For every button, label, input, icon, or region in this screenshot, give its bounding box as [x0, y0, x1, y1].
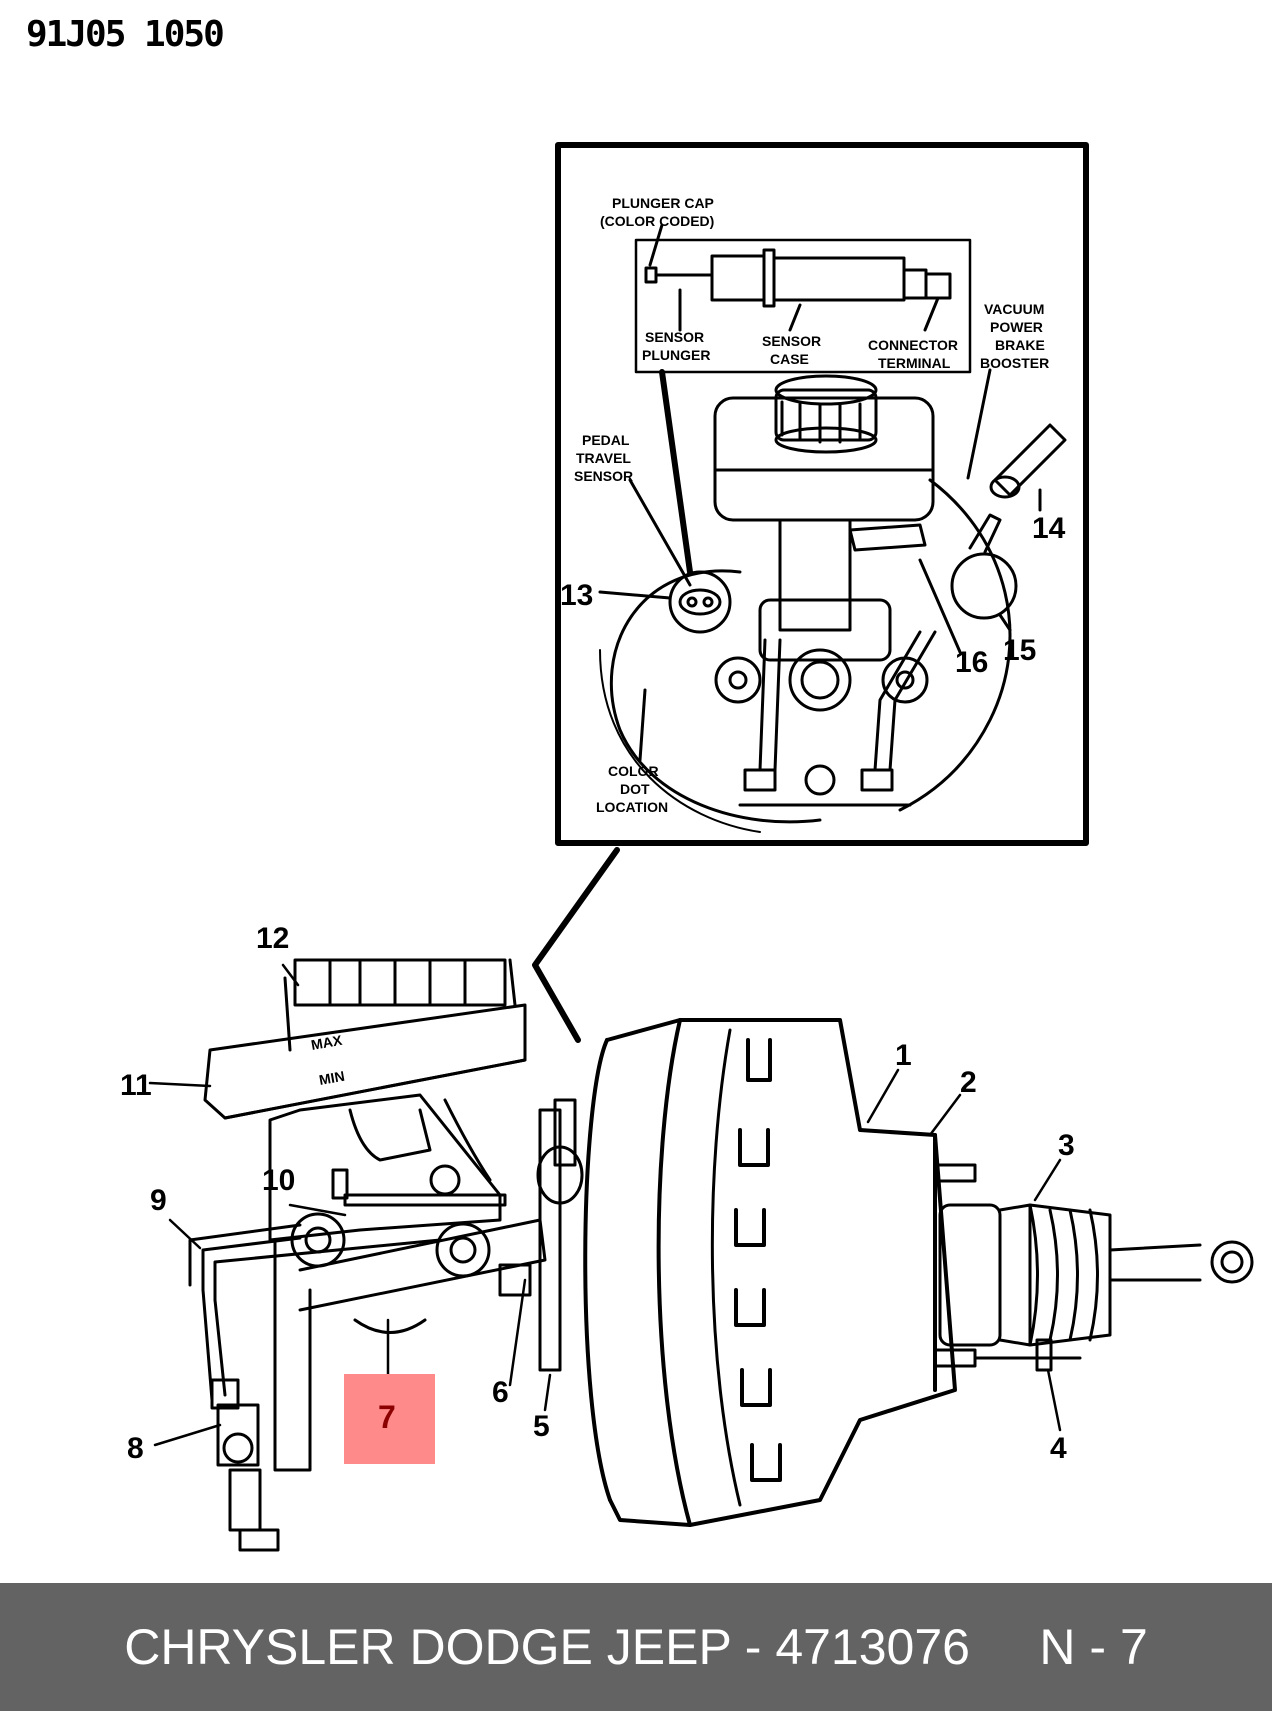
callout-3: 3	[1058, 1129, 1075, 1162]
svg-text:SENSOR: SENSOR	[762, 333, 821, 349]
svg-text:(COLOR CODED): (COLOR CODED)	[600, 213, 714, 229]
brake-lines-and-fitting	[188, 1223, 442, 1552]
svg-text:14: 14	[1032, 512, 1066, 545]
diagram-reference-code: 91J05 1050	[26, 14, 225, 55]
main-callout-leaders	[148, 963, 1062, 1447]
svg-text:VACUUM: VACUUM	[984, 301, 1044, 317]
svg-text:PLUNGER CAP: PLUNGER CAP	[612, 195, 714, 211]
inset-booster	[599, 478, 1012, 833]
callout-2: 2	[960, 1066, 977, 1099]
footer-part-info: CHRYSLER DODGE JEEP - 4713076 N - 7	[124, 1619, 1148, 1675]
pushrod-boot	[938, 1203, 1254, 1347]
brake-booster-diagram: PLUNGER CAP (COLOR CODED) SENSOR PLUNGER…	[120, 142, 1254, 1552]
svg-text:PLUNGER: PLUNGER	[642, 347, 710, 363]
svg-text:PEDAL: PEDAL	[582, 432, 630, 448]
inset-hose-and-switch	[848, 423, 1067, 620]
svg-text:LOCATION: LOCATION	[596, 799, 668, 815]
callout-6: 6	[492, 1376, 509, 1409]
svg-text:BOOSTER: BOOSTER	[980, 355, 1049, 371]
inset-pedal-sensor-ring	[668, 570, 732, 634]
callout-11: 11	[120, 1069, 152, 1102]
svg-text:CASE: CASE	[770, 351, 809, 367]
brake-booster-body	[583, 1018, 957, 1527]
svg-text:BRAKE: BRAKE	[995, 337, 1045, 353]
part-7-highlight	[344, 1374, 435, 1464]
callout-12: 12	[256, 922, 289, 955]
svg-text:DOT: DOT	[620, 781, 650, 797]
reservoir-max-label: MAX	[310, 1032, 344, 1053]
svg-text:TERMINAL: TERMINAL	[878, 355, 951, 371]
reservoir-min-label: MIN	[318, 1068, 346, 1088]
callout-10: 10	[262, 1164, 295, 1197]
callout-5: 5	[533, 1410, 550, 1443]
inset-connector-line	[532, 847, 620, 1043]
footer-bar: CHRYSLER DODGE JEEP - 4713076 N - 7	[0, 1583, 1272, 1711]
callout-8: 8	[127, 1432, 144, 1465]
svg-text:13: 13	[560, 579, 593, 612]
callout-1: 1	[895, 1039, 912, 1072]
callout-9: 9	[150, 1184, 167, 1217]
mounting-studs	[933, 1163, 1082, 1372]
pedal-sensor-drawing	[644, 248, 952, 308]
inset-callouts: 13 14 15 16	[560, 512, 1066, 679]
main-callouts: 1 2 3 4 5 6 7 8 9 10 11 12	[120, 922, 1075, 1465]
svg-text:SENSOR: SENSOR	[645, 329, 704, 345]
svg-text:16: 16	[955, 646, 988, 679]
callout-4: 4	[1050, 1432, 1067, 1465]
svg-text:15: 15	[1003, 634, 1036, 667]
inset-reservoir	[713, 374, 935, 522]
sensor-detail-box	[634, 238, 972, 374]
svg-text:TRAVEL: TRAVEL	[576, 450, 631, 466]
callout-7: 7	[378, 1399, 396, 1435]
inset-text-labels: PLUNGER CAP (COLOR CODED) SENSOR PLUNGER…	[574, 195, 1049, 815]
svg-text:POWER: POWER	[990, 319, 1043, 335]
svg-text:SENSOR: SENSOR	[574, 468, 633, 484]
inset-frame	[555, 142, 1089, 846]
svg-text:CONNECTOR: CONNECTOR	[868, 337, 958, 353]
svg-text:COLOR: COLOR	[608, 763, 659, 779]
